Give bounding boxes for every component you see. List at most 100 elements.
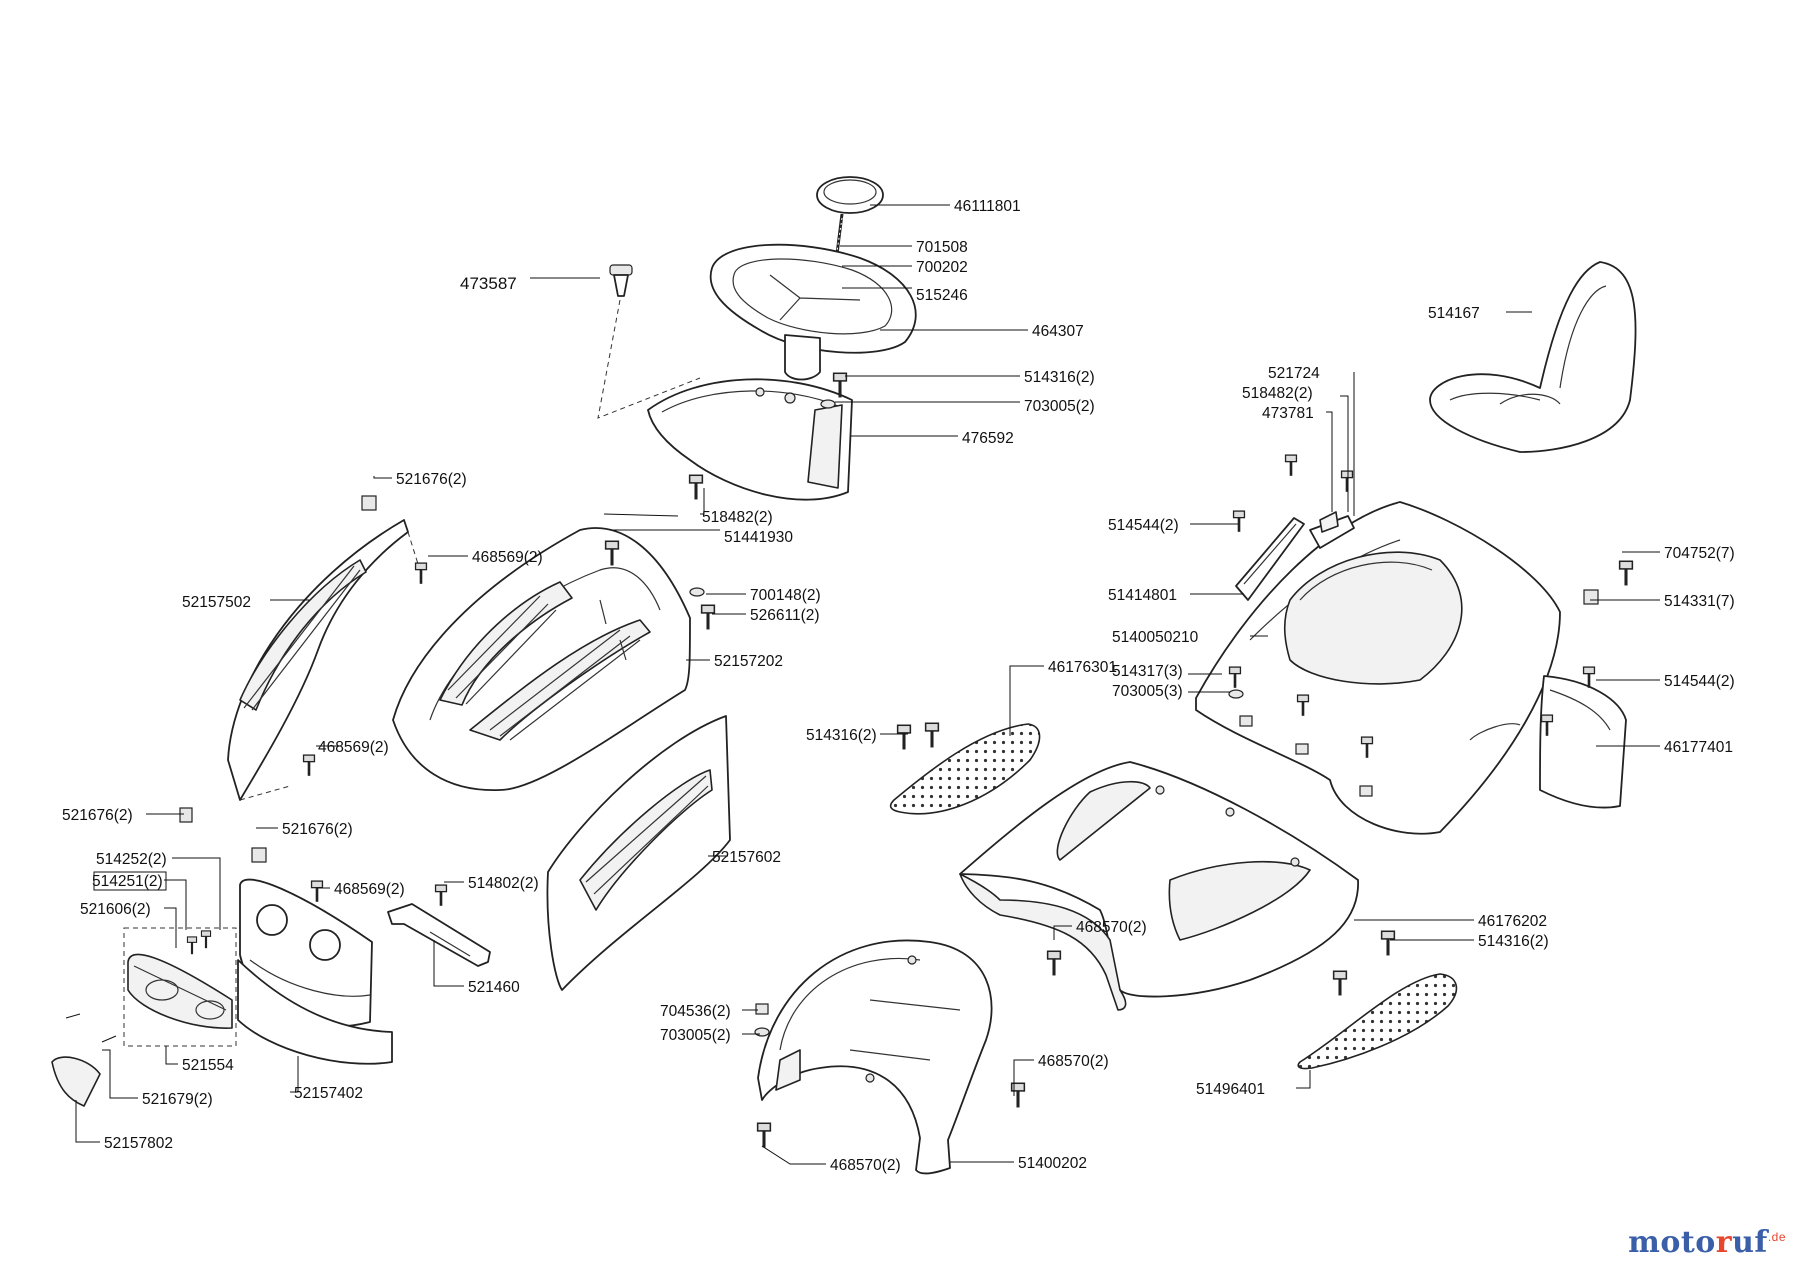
label-521679-2: 521679(2) — [142, 1091, 213, 1108]
motoruf-watermark: motoruf.de — [1628, 1225, 1786, 1260]
screw-side-strip — [1232, 510, 1246, 534]
part-front-bumper — [237, 959, 393, 1065]
label-700202: 700202 — [916, 259, 968, 276]
washer-rear-body — [1228, 689, 1244, 699]
lamp-screw — [65, 1013, 81, 1019]
label-52157602: 52157602 — [712, 849, 781, 866]
part-bracket — [387, 903, 491, 967]
part-footboard-left — [889, 723, 1041, 815]
label-704536-2: 704536(2) — [660, 1003, 731, 1020]
label-703005-2-fender: 703005(2) — [660, 1027, 731, 1044]
label-514544-2-left: 514544(2) — [1108, 517, 1179, 534]
part-footboard-right — [1297, 973, 1458, 1070]
part-headlight — [127, 953, 233, 1029]
part-side-panel-left — [227, 495, 409, 801]
part-seat — [1429, 261, 1637, 453]
label-46176301: 46176301 — [1048, 659, 1117, 676]
washer-hood — [689, 587, 705, 597]
screw-seat-hinge-2 — [1284, 454, 1298, 478]
part-rear-fender — [1539, 675, 1627, 809]
part-front-fender — [757, 939, 993, 1175]
label-52157502: 52157502 — [182, 594, 251, 611]
label-514331-7: 514331(7) — [1664, 593, 1735, 610]
label-514317-3: 514317(3) — [1112, 663, 1183, 680]
label-701508: 701508 — [916, 239, 968, 256]
screw-bracket — [434, 884, 448, 908]
nut-fender — [755, 1003, 769, 1015]
label-521554: 521554 — [182, 1057, 234, 1074]
label-521676-2-left: 521676(2) — [62, 807, 133, 824]
label-473587: 473587 — [460, 274, 517, 293]
label-473781: 473781 — [1262, 405, 1314, 422]
watermark-tld: .de — [1767, 1230, 1786, 1244]
screw-side-left-2 — [302, 754, 316, 778]
label-468569-2-mid: 468569(2) — [318, 739, 389, 756]
watermark-accent: r — [1715, 1225, 1733, 1260]
clip-side-left — [179, 807, 193, 823]
watermark-main: moto — [1628, 1225, 1716, 1260]
part-rear-body — [1195, 501, 1561, 835]
label-46177401: 46177401 — [1664, 739, 1733, 756]
clip-right — [1583, 589, 1599, 605]
part-labels: 46111801 701508 700202 515246 464307 473… — [62, 198, 1735, 1174]
label-468569-2-top: 468569(2) — [472, 549, 543, 566]
part-steering-cap — [816, 176, 884, 214]
watermark-rest: uf — [1732, 1225, 1768, 1260]
screw-hood-2 — [700, 604, 716, 632]
label-46111801: 46111801 — [954, 198, 1021, 215]
label-5140050210: 5140050210 — [1112, 629, 1199, 646]
label-514544-2-right: 514544(2) — [1664, 673, 1735, 690]
screw-footboard-left — [924, 722, 940, 750]
lamp-holder-2 — [200, 930, 212, 950]
hood-seal — [603, 513, 679, 517]
label-51441930: 51441930 — [724, 529, 793, 546]
part-floor-panel — [959, 761, 1359, 1011]
label-52157402: 52157402 — [294, 1085, 363, 1102]
label-704752-7: 704752(7) — [1664, 545, 1735, 562]
label-468569-2-grille: 468569(2) — [334, 881, 405, 898]
label-468570-2-mid: 468570(2) — [1038, 1053, 1109, 1070]
label-518482-2-dash: 518482(2) — [702, 509, 773, 526]
screw-footboard-right-2 — [1332, 970, 1348, 998]
label-514251-2: 514251(2) — [92, 873, 163, 890]
label-514316-2-dash: 514316(2) — [1024, 369, 1095, 386]
label-468570-2-top: 468570(2) — [1076, 919, 1147, 936]
label-468570-2-bottom: 468570(2) — [830, 1157, 901, 1174]
label-46176202: 46176202 — [1478, 913, 1547, 930]
screw-grille — [310, 880, 324, 904]
part-side-panel-right — [546, 715, 731, 991]
label-514167: 514167 — [1428, 305, 1480, 322]
lamp-screw-2 — [101, 1035, 117, 1043]
label-521676-2-top: 521676(2) — [396, 471, 467, 488]
label-514251-2-boxed: 514251(2) — [92, 871, 167, 891]
screw-dash-bottom — [688, 474, 704, 502]
label-51414801: 51414801 — [1108, 587, 1177, 604]
lamp-holder — [186, 936, 198, 956]
label-464307: 464307 — [1032, 323, 1084, 340]
part-steering-wheel — [709, 243, 917, 381]
label-476592: 476592 — [962, 430, 1014, 447]
label-514316-2-right: 514316(2) — [1478, 933, 1549, 950]
part-side-strip — [1235, 517, 1305, 601]
screw-fender-3 — [756, 1122, 772, 1150]
screw-side-left — [414, 562, 428, 586]
screw-right-clip — [1618, 560, 1634, 588]
part-hood-top — [392, 527, 691, 791]
label-521724: 521724 — [1268, 365, 1320, 382]
label-518482-2-rear: 518482(2) — [1242, 385, 1313, 402]
part-dashboard — [647, 378, 853, 501]
headlight-group-box — [123, 927, 237, 1047]
label-703005-3: 703005(3) — [1112, 683, 1183, 700]
label-514802-2: 514802(2) — [468, 875, 539, 892]
label-521676-2-grille: 521676(2) — [282, 821, 353, 838]
part-seat-hinge — [1309, 511, 1355, 549]
label-51496401: 51496401 — [1196, 1081, 1265, 1098]
label-703005-2-dash: 703005(2) — [1024, 398, 1095, 415]
label-514252-2: 514252(2) — [96, 851, 167, 868]
label-526611-2: 526611(2) — [750, 607, 820, 624]
leader-lines — [75, 204, 1660, 1165]
label-514316-2-left: 514316(2) — [806, 727, 877, 744]
label-515246: 515246 — [916, 287, 968, 304]
label-52157202: 52157202 — [714, 653, 783, 670]
